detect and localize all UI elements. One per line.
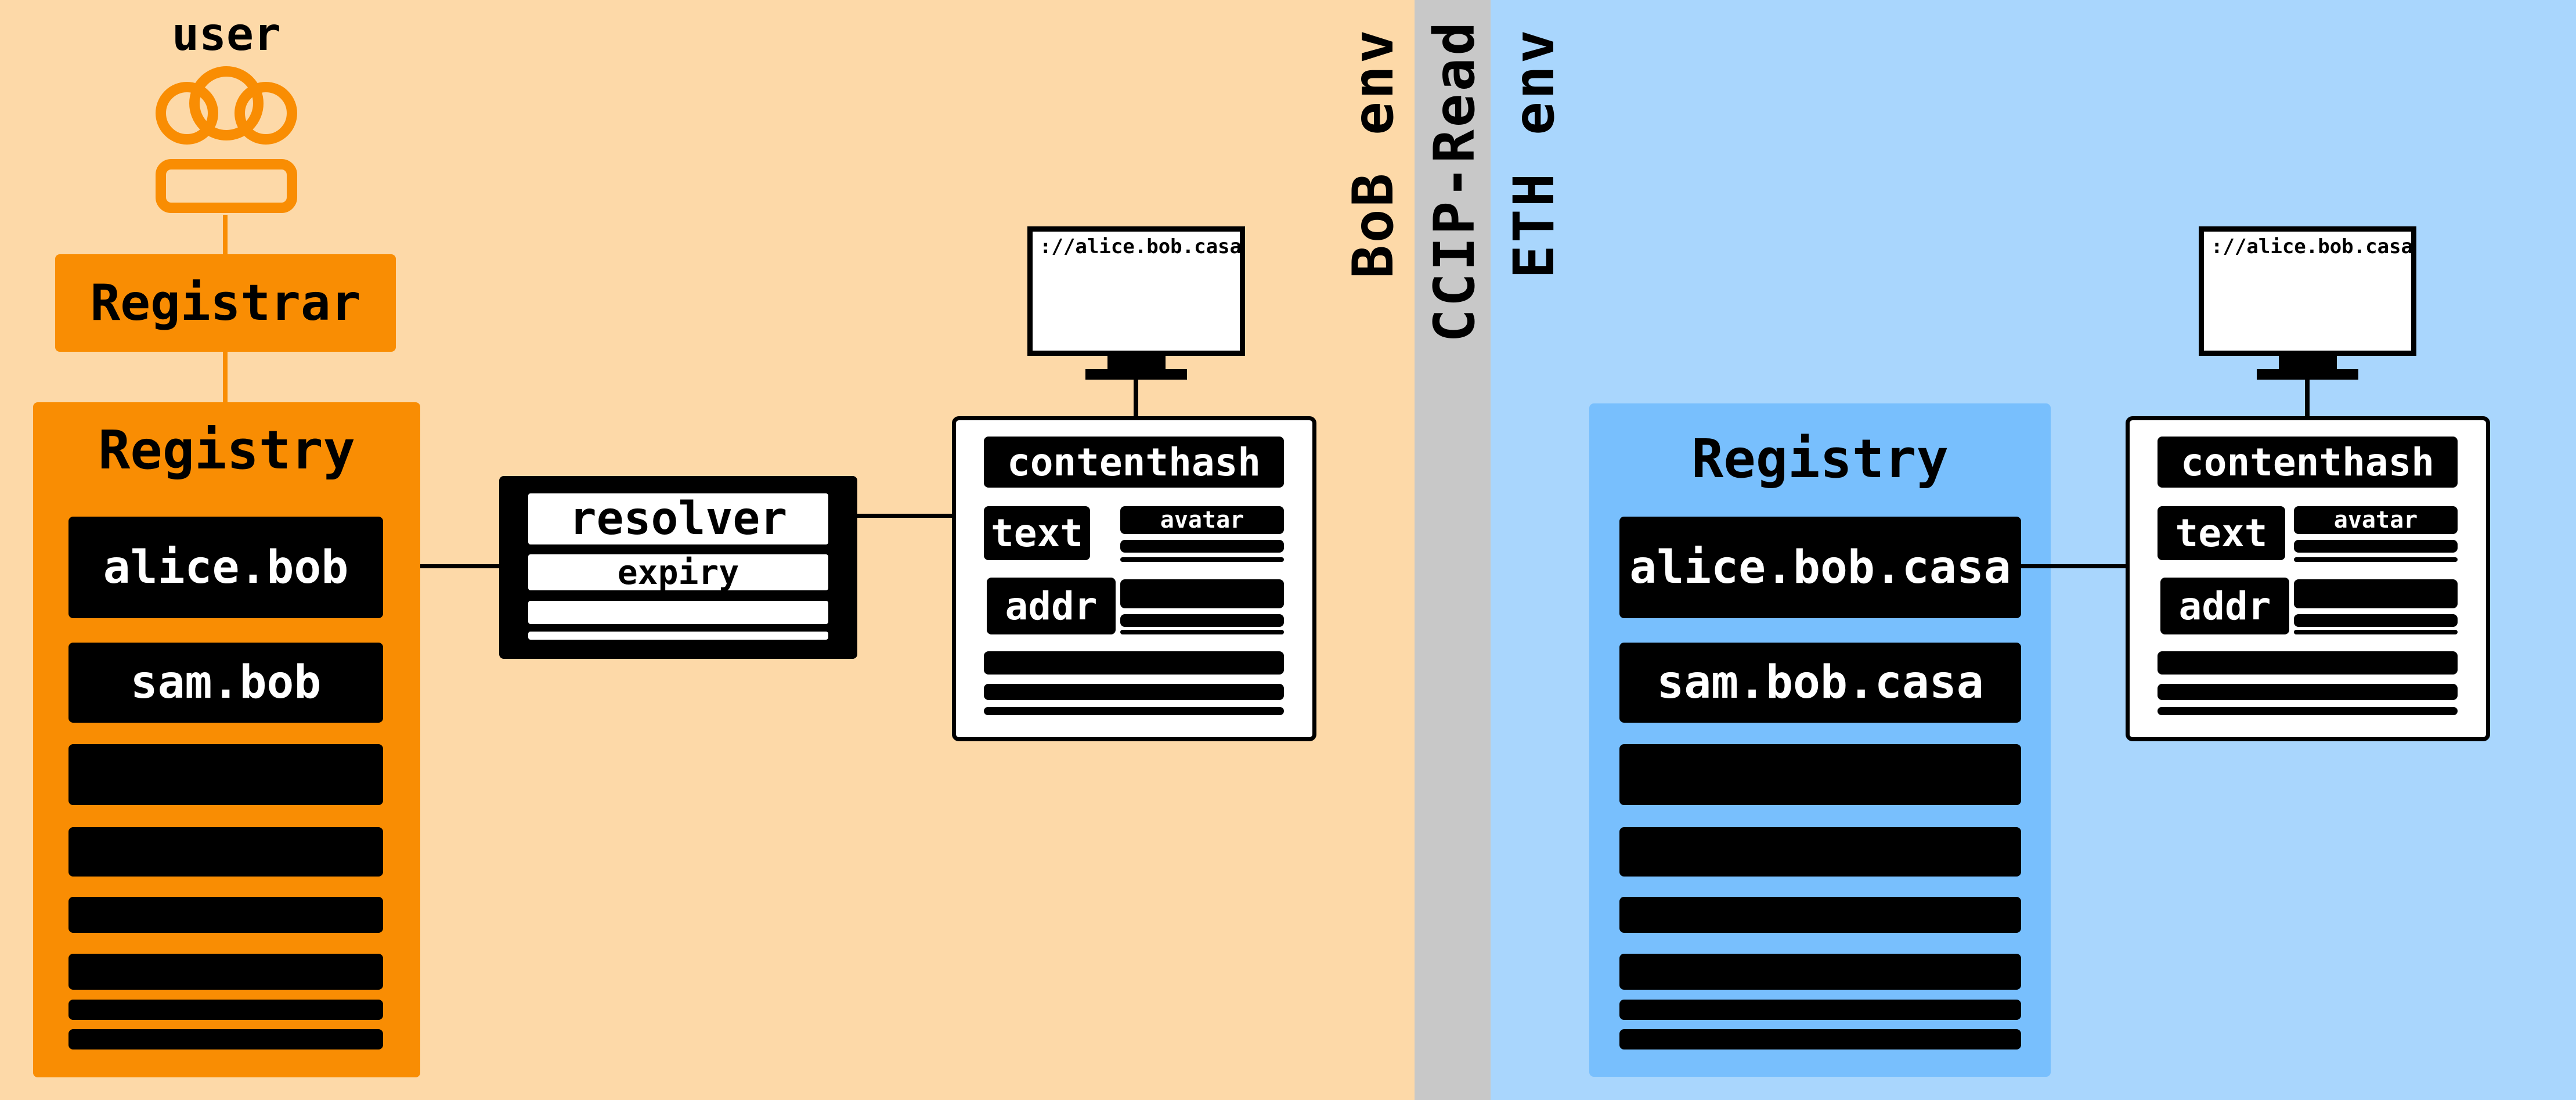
resolver-empty-field [528,601,828,624]
registrar-box: Registrar [55,254,396,352]
user-label: user [172,9,281,61]
eth-registry-empty-row [1619,897,2021,933]
resolver-expiry: expiry [528,553,828,592]
bob-record-empty-row [984,684,1284,700]
user-icon [156,66,297,213]
bob-record-addr-row [1120,614,1284,627]
registry-resolver-connector [420,564,502,568]
eth-registry-empty-row [1619,1000,2021,1020]
bob-record-text-row [1120,557,1284,562]
bob-record-empty-row [984,651,1284,675]
eth-monitor-url: ://alice.bob.casa [2211,235,2413,258]
eth-record-contenthash: contenthash [2158,437,2458,488]
bob-registry-title: Registry [98,419,356,481]
bob-registry-empty-row [68,954,383,990]
bob-monitor-record-connector [1134,378,1138,418]
eth-record-addr-row [2294,579,2458,608]
eth-registry-record-connector [2021,564,2128,568]
bob-record-addr-row [1120,630,1284,634]
eth-record-text: text [2158,506,2285,560]
ccip-read-panel [1415,0,1491,1100]
bob-record-empty-row [984,707,1284,715]
bob-registry-empty-row [68,744,383,805]
eth-record-empty-row [2158,684,2458,700]
bob-record-text-row [1120,540,1284,553]
eth-registry-empty-row [1619,954,2021,990]
eth-record-addr-row [2294,614,2458,627]
eth-monitor: ://alice.bob.casa [2199,226,2416,356]
eth-registry-empty-row [1619,827,2021,877]
bob-monitor-neck [1107,355,1166,370]
bob-record-avatar: avatar [1120,506,1284,534]
eth-monitor-record-connector [2305,378,2310,418]
bob-registry-empty-row [68,1000,383,1020]
eth-registry-entry-alice: alice.bob.casa [1619,517,2021,618]
resolver-empty-field [528,632,828,640]
eth-registry-entry-sam: sam.bob.casa [1619,643,2021,723]
eth-registry-title: Registry [1691,427,1949,490]
bob-env-label: BoB env [1341,27,1406,279]
bob-registry-entry-alice: alice.bob [68,517,383,618]
bob-registry-empty-row [68,1029,383,1049]
eth-env-label: ETH env [1502,27,1567,279]
eth-registry-empty-row [1619,744,2021,805]
resolver-title: resolver [528,493,828,545]
bob-record-addr-row [1120,579,1284,608]
resolver-record-connector [857,514,953,518]
eth-registry-empty-row [1619,1029,2021,1049]
eth-record-empty-row [2158,651,2458,675]
bob-monitor: ://alice.bob.casa [1027,226,1245,356]
bob-record-addr: addr [987,578,1116,634]
ccip-read-label: CCIP-Read [1422,19,1487,342]
eth-record-text-row [2294,540,2458,553]
bob-record-contenthash: contenthash [984,437,1284,488]
registrar-registry-connector [223,351,228,403]
bob-registry-empty-row [68,827,383,877]
bob-registry-empty-row [68,897,383,933]
user-registrar-connector [223,215,228,255]
eth-monitor-stand [2257,369,2358,380]
eth-monitor-neck [2279,355,2337,370]
eth-record-addr: addr [2160,578,2289,634]
eth-record-empty-row [2158,707,2458,715]
bob-monitor-url: ://alice.bob.casa [1040,235,1242,258]
eth-record-addr-row [2294,630,2458,634]
bob-monitor-stand [1085,369,1187,380]
bob-record-text: text [984,506,1090,560]
eth-record-avatar: avatar [2294,506,2458,534]
eth-record-text-row [2294,557,2458,562]
bob-registry-entry-sam: sam.bob [68,643,383,723]
